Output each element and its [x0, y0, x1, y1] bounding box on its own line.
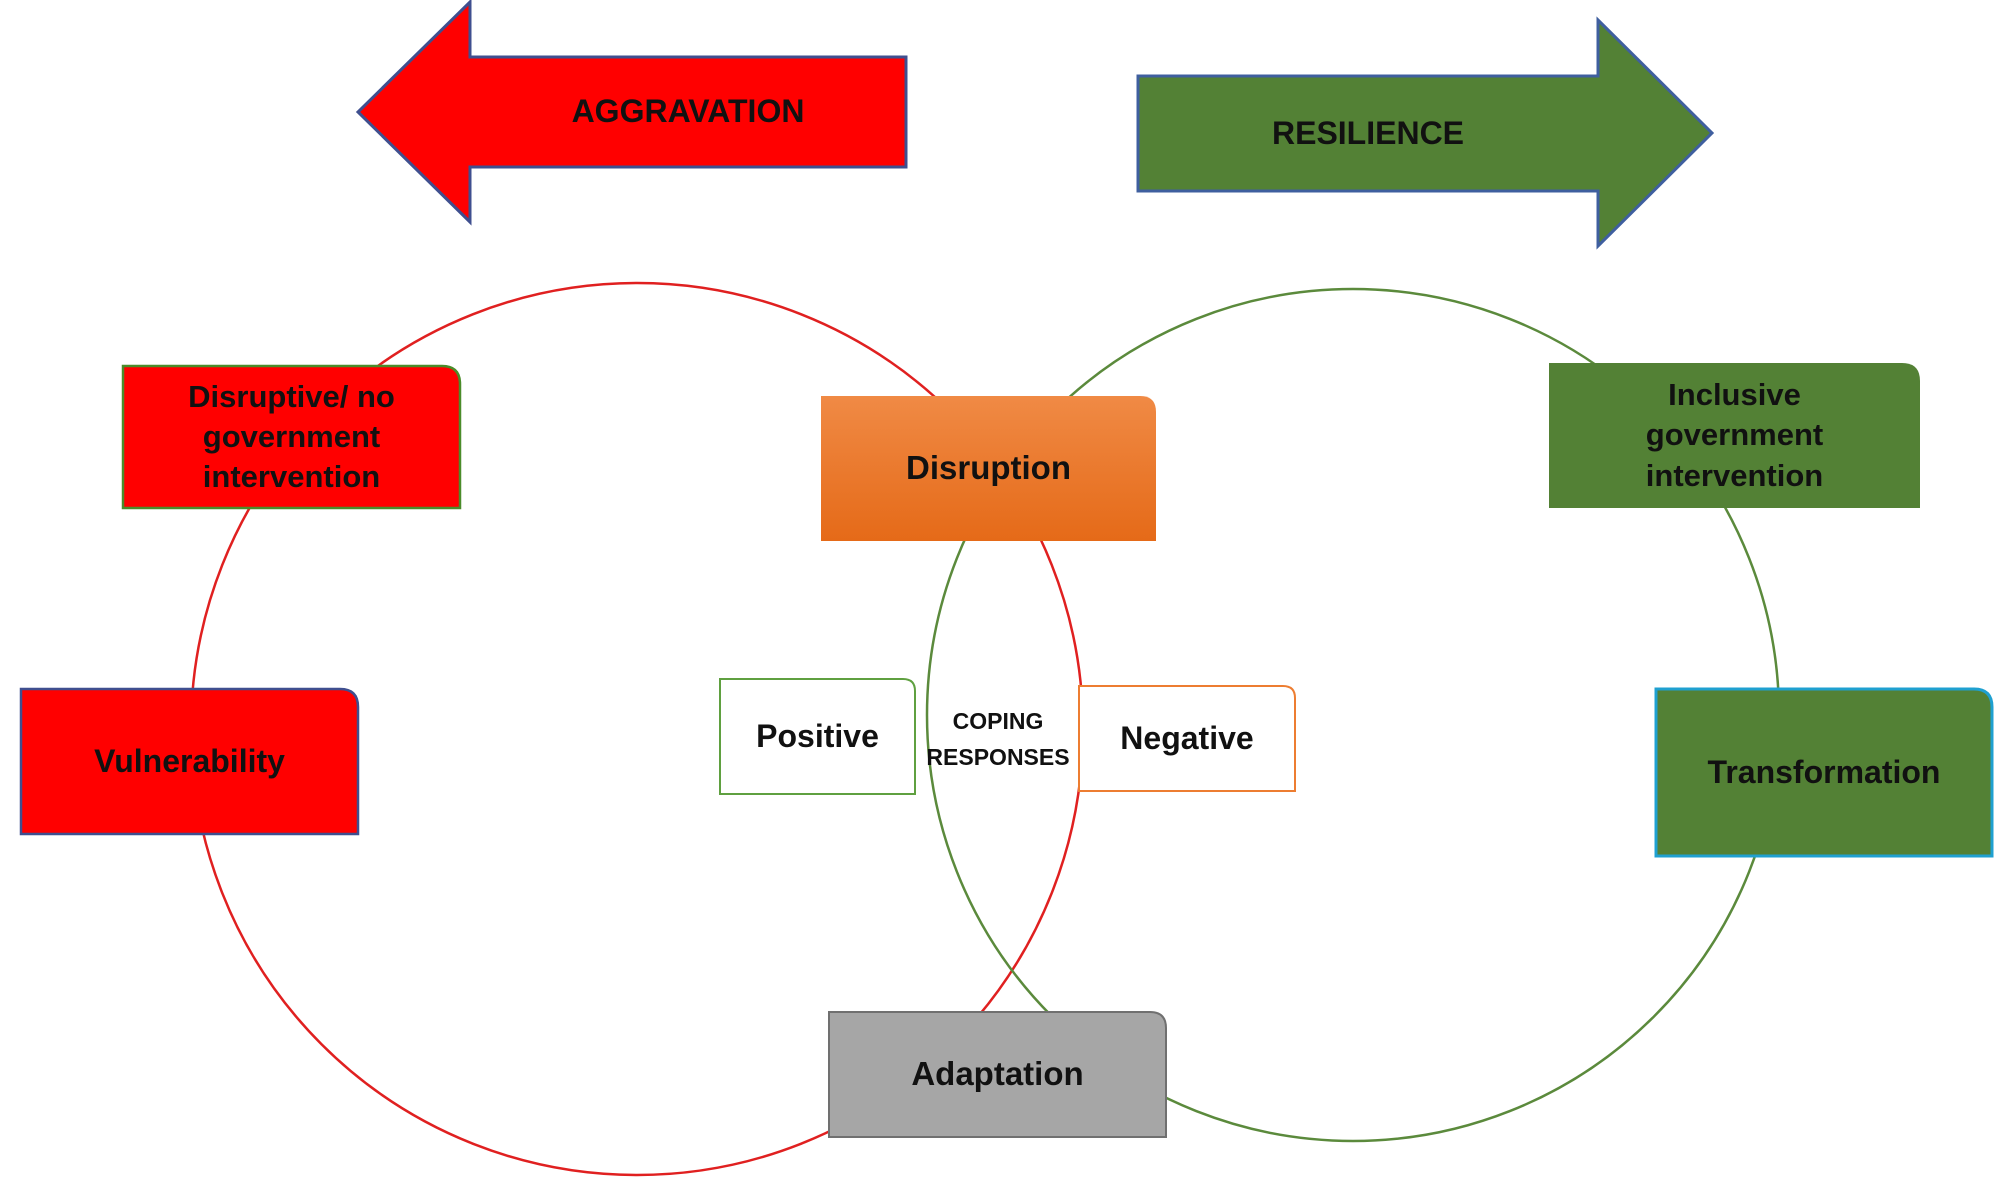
disruptive-box — [121, 364, 462, 510]
vulnerability-box — [19, 687, 360, 836]
inclusive-box — [1549, 363, 1920, 508]
transformation-box — [1654, 687, 1994, 858]
aggravation-arrow — [355, 0, 908, 226]
adaptation-box — [828, 1011, 1167, 1138]
inclusive-label: Inclusive government intervention — [1645, 377, 1824, 493]
resilience-arrow — [1136, 16, 1715, 250]
transformation-label: Transformation — [1707, 753, 1941, 790]
disruption-box — [821, 396, 1156, 541]
coping-line-1: COPING — [952, 708, 1044, 735]
negative-box — [1078, 685, 1296, 792]
coping-responses-label: COPING RESPONSES — [918, 695, 1078, 785]
adaptation-label: Adaptation — [911, 1055, 1084, 1093]
coping-line-2: RESPONSES — [926, 744, 1070, 770]
positive-box — [719, 678, 916, 795]
disruptive-label: Disruptive/ no government intervention — [188, 378, 395, 495]
resilience-label: RESILIENCE — [1271, 114, 1465, 151]
disruption-label: Disruption — [906, 449, 1071, 487]
positive-label: Positive — [756, 717, 879, 754]
negative-label: Negative — [1120, 719, 1254, 756]
vulnerability-label: Vulnerability — [94, 742, 285, 779]
aggravation-label: AGGRAVATION — [571, 93, 805, 130]
